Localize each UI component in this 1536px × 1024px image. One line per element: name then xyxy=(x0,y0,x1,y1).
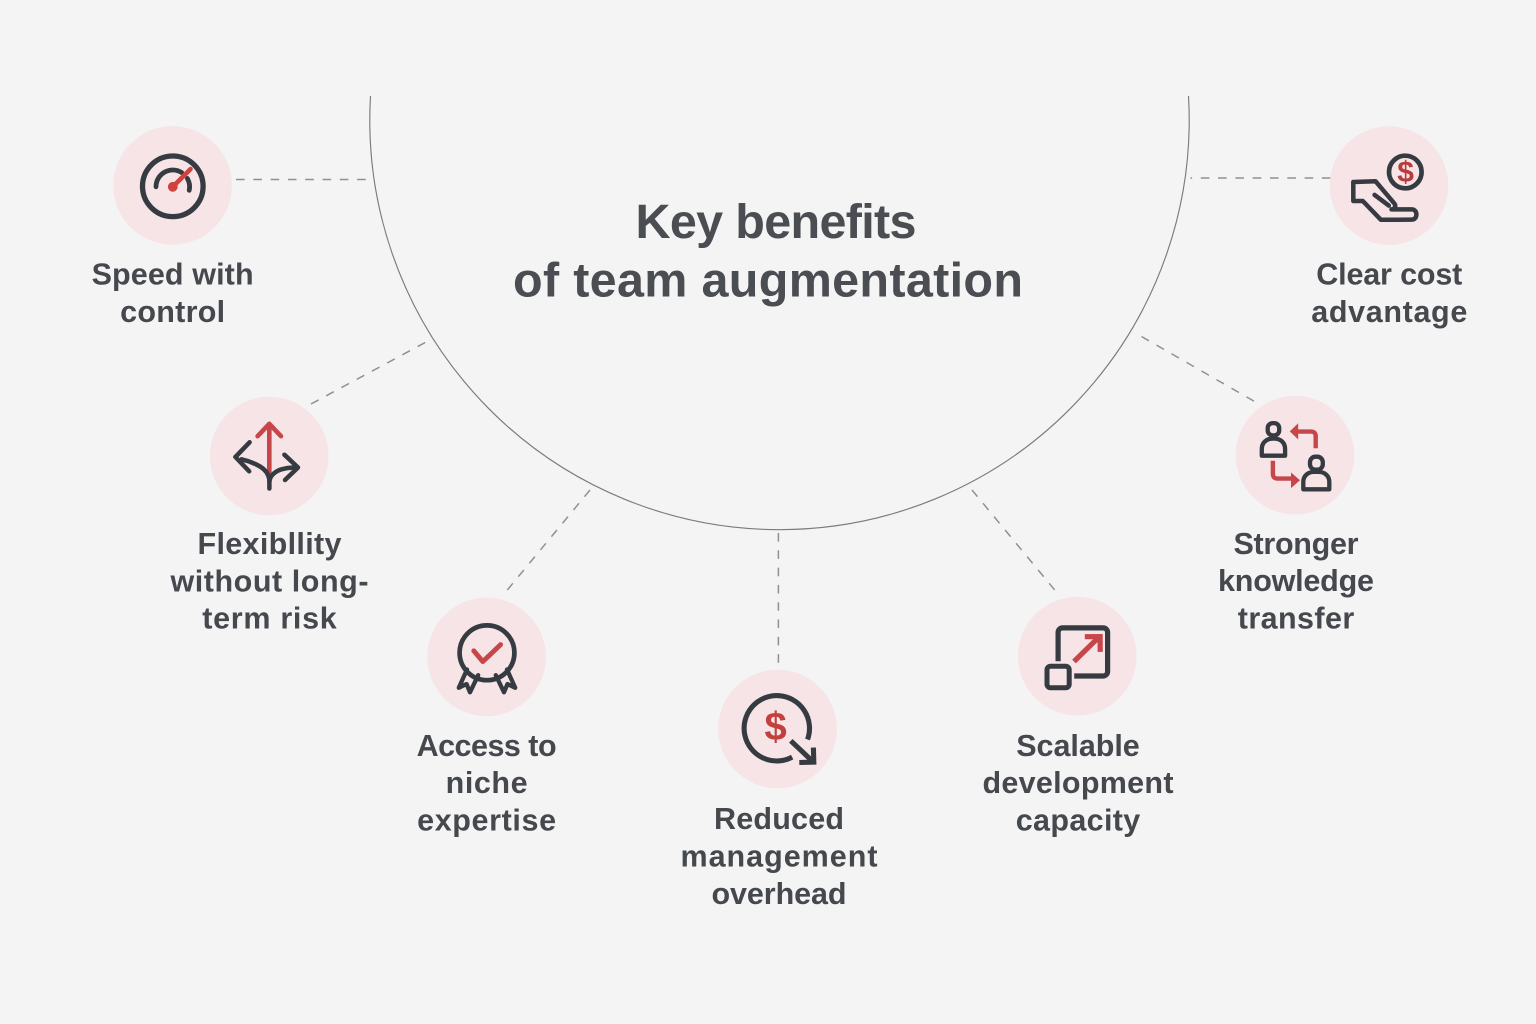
svg-text:development: development xyxy=(983,766,1174,800)
svg-text:Key benefits: Key benefits xyxy=(636,195,917,249)
svg-text:Stronger: Stronger xyxy=(1234,527,1359,561)
svg-text:niche: niche xyxy=(446,766,528,800)
svg-text:Reduced: Reduced xyxy=(714,802,844,836)
svg-text:control: control xyxy=(120,295,225,329)
svg-text:term risk: term risk xyxy=(202,602,337,636)
svg-text:knowledge: knowledge xyxy=(1218,564,1374,598)
svg-text:$: $ xyxy=(1397,156,1414,189)
svg-text:Access to: Access to xyxy=(417,729,557,763)
svg-text:transfer: transfer xyxy=(1238,601,1355,635)
svg-text:overhead: overhead xyxy=(712,877,847,911)
svg-text:Speed with: Speed with xyxy=(92,258,254,292)
svg-text:$: $ xyxy=(764,705,786,749)
svg-text:expertise: expertise xyxy=(417,803,556,837)
svg-text:Flexibllity: Flexibllity xyxy=(198,527,342,561)
svg-text:of team augmentation: of team augmentation xyxy=(513,254,1023,308)
svg-text:without long-: without long- xyxy=(170,564,369,598)
svg-text:management: management xyxy=(681,840,878,874)
svg-text:Scalable: Scalable xyxy=(1016,729,1140,763)
svg-text:capacity: capacity xyxy=(1016,803,1141,837)
svg-text:advantage: advantage xyxy=(1311,295,1467,329)
svg-text:Clear cost: Clear cost xyxy=(1316,258,1462,292)
